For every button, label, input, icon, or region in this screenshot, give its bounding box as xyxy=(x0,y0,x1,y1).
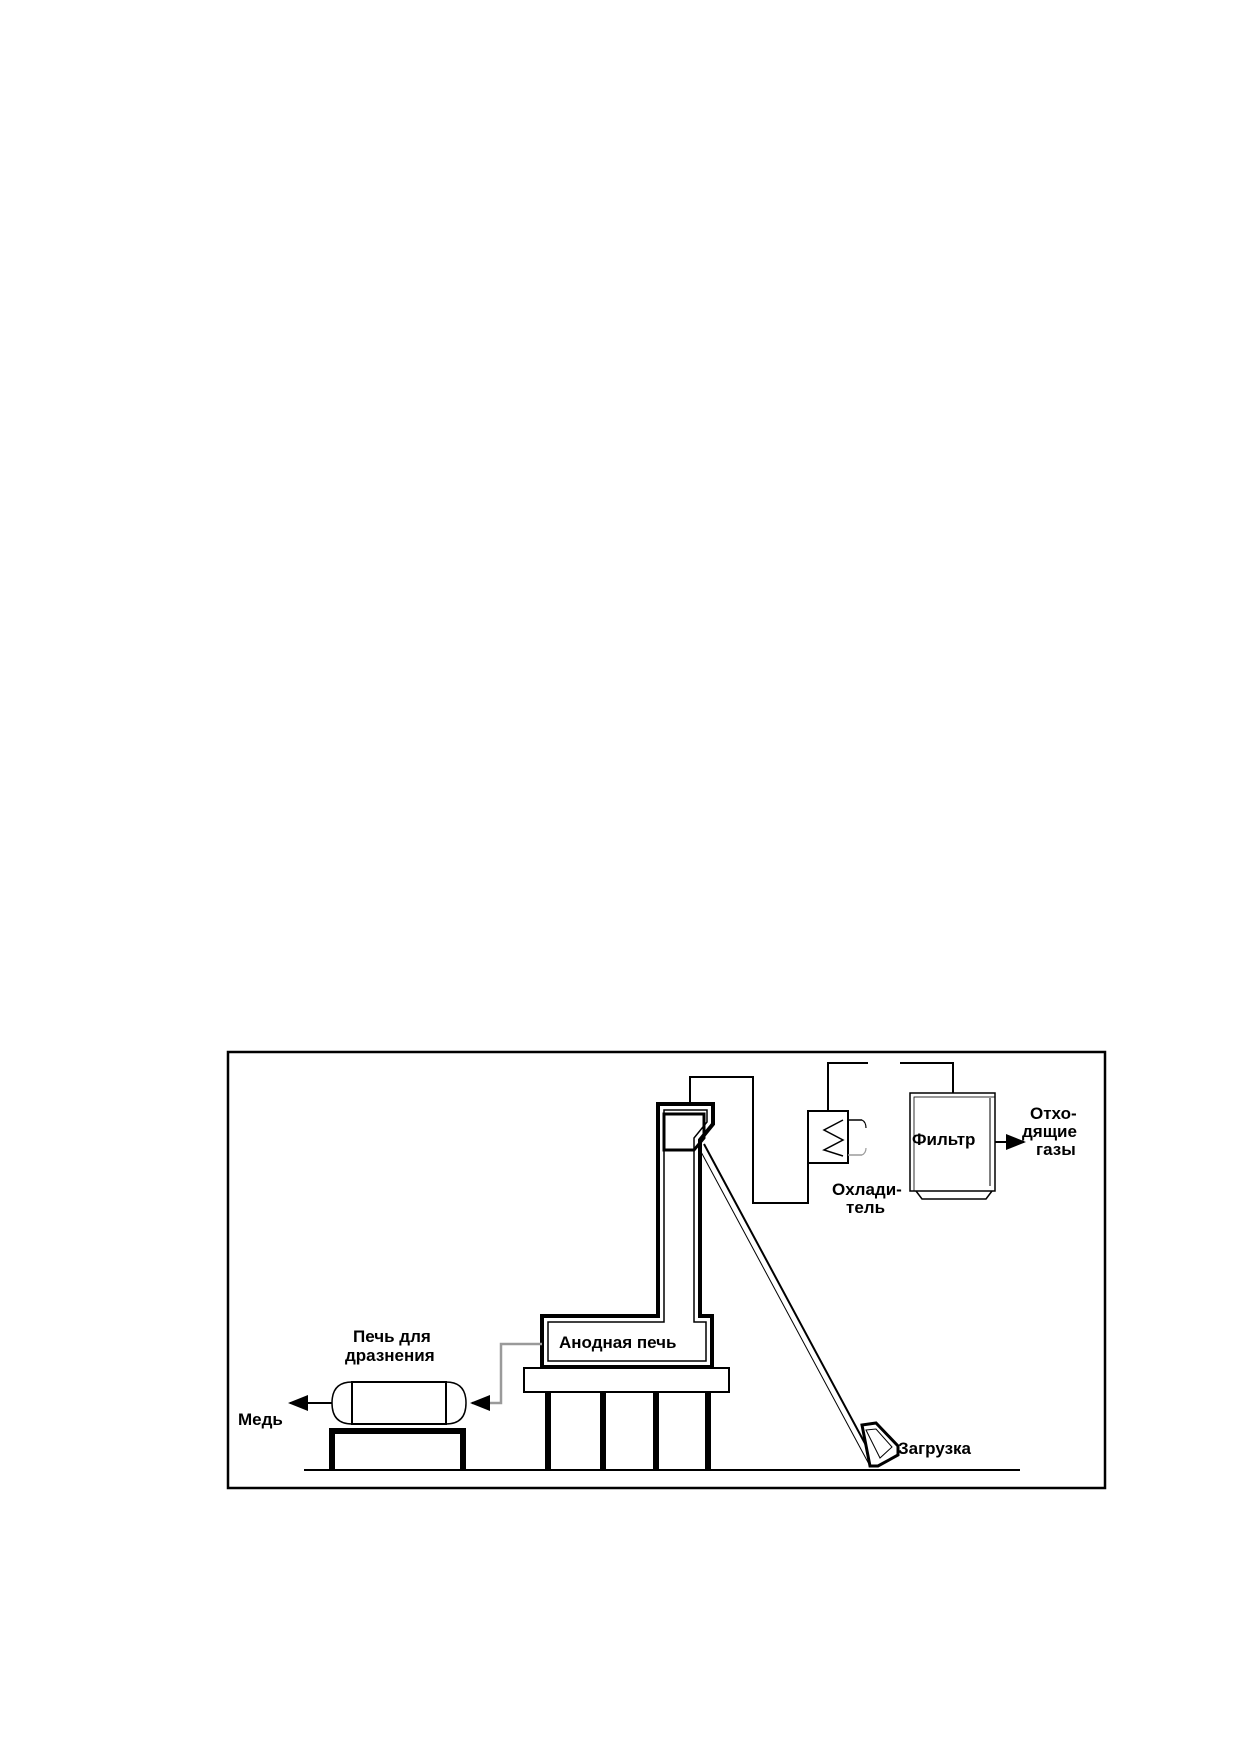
anode-furnace-label: Анодная печь xyxy=(559,1333,676,1352)
cooler xyxy=(807,1110,867,1164)
copper-label: Медь xyxy=(238,1410,283,1429)
furnace-platform xyxy=(523,1367,730,1393)
skip-bucket-icon xyxy=(860,1421,900,1468)
diagram-border xyxy=(226,1050,1107,1490)
filter xyxy=(909,1092,996,1200)
loading-conveyor xyxy=(699,1143,877,1467)
offgas-label-line3: газы xyxy=(1036,1140,1076,1159)
poling-furnace-label-line1: Печь для xyxy=(353,1327,431,1346)
cooler-label-line1: Охлади- xyxy=(832,1180,902,1199)
anode-furnace xyxy=(523,1102,730,1470)
poling-furnace xyxy=(329,1381,467,1470)
offgas-label-line2: дящие xyxy=(1022,1122,1077,1141)
filter-label: Фильтр xyxy=(912,1130,975,1149)
offgas-duct xyxy=(689,1062,954,1204)
poling-furnace-label-line2: дразнения xyxy=(345,1346,435,1365)
cooler-coil-icon xyxy=(822,1119,845,1157)
cooler-label-line2: тель xyxy=(846,1198,885,1217)
offgas-label-line1: Отхо- xyxy=(1030,1104,1077,1123)
loading-label: Загрузка xyxy=(898,1439,972,1458)
